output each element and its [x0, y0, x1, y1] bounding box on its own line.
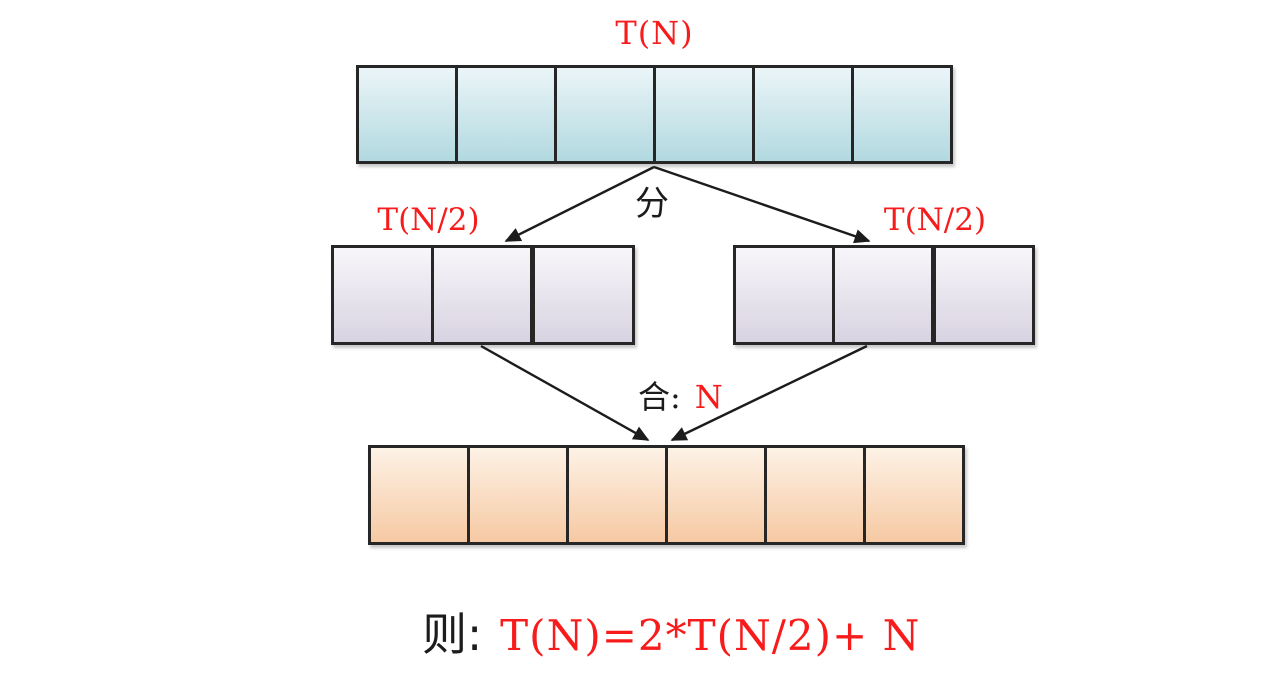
array-cell — [557, 68, 656, 161]
merge-step-label: 合: N — [638, 372, 723, 418]
array-bar-full-top — [356, 65, 953, 164]
left-half-complexity-label: T(N/2) — [377, 202, 480, 238]
merge-cost-value: N — [694, 378, 723, 416]
array-cell — [835, 248, 936, 342]
top-complexity-label: T(N) — [615, 14, 694, 52]
array-cell — [334, 248, 434, 342]
array-bar-left-half — [331, 245, 635, 345]
array-cell — [535, 248, 633, 342]
array-cell — [656, 68, 755, 161]
array-cell — [470, 448, 569, 542]
right-half-complexity-label: T(N/2) — [883, 202, 987, 238]
array-cell — [458, 68, 557, 161]
recurrence-formula: 则: T(N)=2*T(N/2)+ N — [422, 598, 920, 663]
array-cell — [371, 448, 470, 542]
array-cell — [433, 248, 536, 342]
array-cell — [866, 448, 962, 542]
merge-label-text: 合: — [638, 378, 681, 416]
formula-prefix: 则: — [422, 608, 483, 661]
array-bar-right-half — [733, 245, 1035, 345]
split-step-label: 分 — [635, 184, 669, 224]
array-cell — [736, 248, 835, 342]
merge-arrow-left — [480, 344, 650, 442]
array-cell — [755, 68, 854, 161]
array-bar-merged-bottom — [368, 445, 965, 545]
array-cell — [359, 68, 458, 161]
array-cell — [767, 448, 866, 542]
formula-expression: T(N)=2*T(N/2)+ N — [500, 611, 921, 660]
array-cell — [668, 448, 767, 542]
array-cell — [854, 68, 950, 161]
array-cell — [569, 448, 668, 542]
array-cell — [936, 248, 1032, 342]
